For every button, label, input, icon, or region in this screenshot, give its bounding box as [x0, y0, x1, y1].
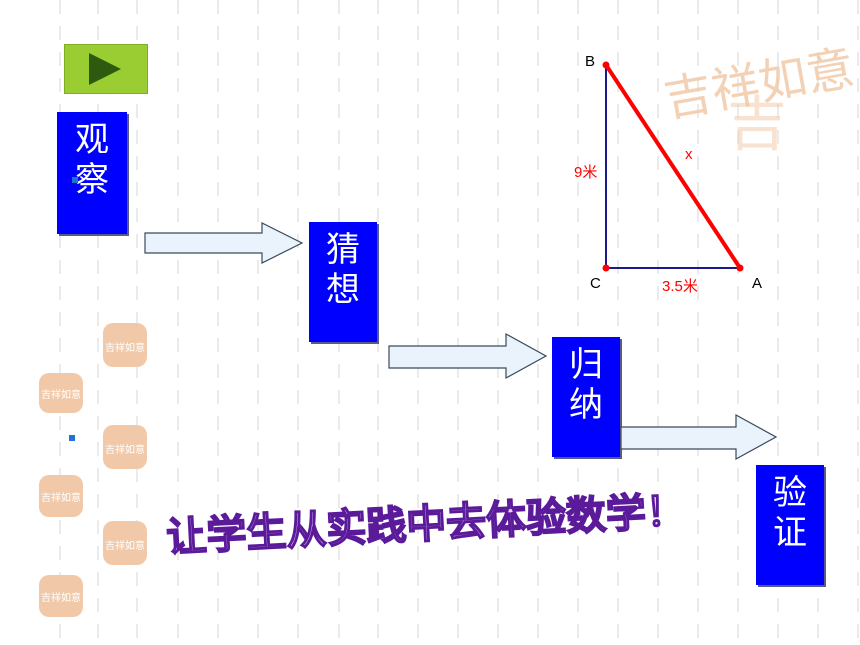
seal-text: 吉祥如意 — [105, 443, 145, 456]
step-verify-char2: 证 — [773, 513, 807, 553]
seal-icon: 吉祥如意 — [39, 373, 83, 413]
step-observe-char1: 观 — [75, 120, 109, 160]
svg-text:吉: 吉 — [727, 90, 787, 160]
seal-text: 吉祥如意 — [41, 388, 81, 401]
side-ca-label: 3.5米 — [662, 278, 698, 295]
seal-icon: 吉祥如意 — [39, 475, 83, 517]
play-button[interactable] — [64, 44, 148, 94]
step-observe-char2: 察 — [75, 160, 109, 200]
auspicious-seal-large: 吉祥如意 吉 — [662, 40, 859, 160]
flow-arrow-2 — [388, 333, 548, 380]
vertex-b-dot — [602, 61, 610, 69]
slogan-text: 让学生从实践中去体验数学！ — [165, 488, 680, 561]
step-guess-char1: 猜 — [326, 230, 360, 270]
step-observe: 观 察 — [57, 112, 127, 234]
vertex-a-label: A — [752, 275, 762, 292]
step-guess-char2: 想 — [326, 270, 360, 310]
side-ab-label: x — [685, 146, 693, 163]
step-induce: 归 纳 — [552, 337, 620, 457]
bullet-marker — [69, 435, 75, 441]
vertex-c-dot — [602, 264, 610, 272]
hypotenuse-ab — [604, 63, 742, 270]
play-triangle-icon — [89, 53, 121, 85]
seal-text: 吉祥如意 — [105, 539, 145, 552]
bullet-marker — [72, 177, 78, 183]
seal-text: 吉祥如意 — [105, 341, 145, 354]
step-induce-char1: 归 — [569, 345, 603, 385]
side-bc-label: 9米 — [574, 164, 597, 181]
step-verify-char1: 验 — [773, 473, 807, 513]
seal-text: 吉祥如意 — [41, 491, 81, 504]
flow-arrow-3 — [620, 414, 778, 461]
seal-icon: 吉祥如意 — [103, 521, 147, 565]
flow-arrow-1 — [144, 222, 304, 264]
seal-icon: 吉祥如意 — [103, 425, 147, 469]
vertex-c-label: C — [590, 275, 601, 292]
vertex-a-dot — [736, 264, 744, 272]
seal-icon: 吉祥如意 — [39, 575, 83, 617]
seal-icon: 吉祥如意 — [103, 323, 147, 367]
vertex-b-label: B — [585, 53, 595, 70]
right-triangle-diagram: B C A 9米 3.5米 x — [574, 53, 762, 295]
slogan-wordart: 让学生从实践中去体验数学！ — [165, 487, 680, 562]
step-verify: 验 证 — [756, 465, 824, 585]
step-induce-char2: 纳 — [569, 385, 603, 425]
seal-text: 吉祥如意 — [41, 591, 81, 604]
step-guess: 猜 想 — [309, 222, 377, 342]
